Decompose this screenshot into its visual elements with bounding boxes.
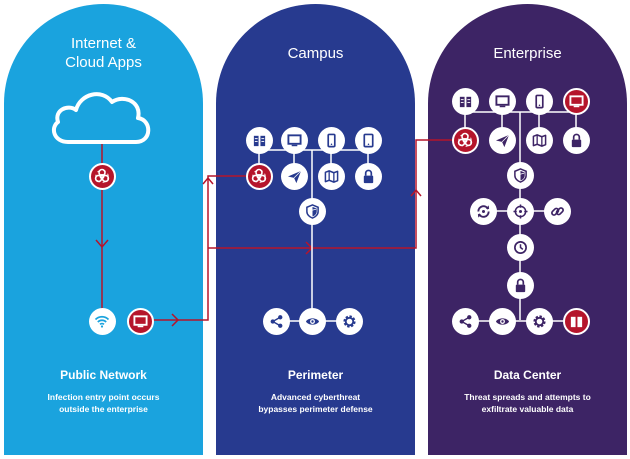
phone-icon [525, 87, 553, 115]
cloud-icon [51, 92, 151, 144]
internet-column-subtitle: Public Network [60, 368, 147, 382]
lock-icon [562, 126, 590, 154]
lock-icon [354, 162, 382, 190]
paper-plane-icon [488, 126, 516, 154]
enterprise-column-subtitle: Data Center [493, 368, 562, 382]
monitor-icon [280, 126, 308, 154]
wifi-icon [88, 307, 116, 335]
server-icon [562, 307, 590, 335]
internet-column: Internet & Cloud Apps Public Network Inf… [4, 4, 203, 455]
shield-icon [298, 197, 326, 225]
internet-column-description: Infection entry point occurs outside the… [47, 392, 160, 414]
campus-column-title: Campus [287, 45, 344, 62]
link-icon [543, 197, 571, 225]
campus-column-subtitle: Perimeter [287, 368, 344, 382]
enterprise-column-title: Enterprise [493, 45, 562, 62]
monitor-icon [562, 87, 590, 115]
biohazard-icon [88, 162, 116, 190]
gear-icon [525, 307, 553, 335]
server-icon [245, 126, 273, 154]
gear-icon [335, 307, 363, 335]
monitor-icon [488, 87, 516, 115]
tablet-icon [354, 126, 382, 154]
refresh-icon [469, 197, 497, 225]
biohazard-icon [245, 162, 273, 190]
target-icon [506, 197, 534, 225]
enterprise-column-description: Threat spreads and attempts to exfiltrat… [464, 392, 591, 414]
map-icon [317, 162, 345, 190]
server-icon [451, 87, 479, 115]
lock-icon [506, 271, 534, 299]
share-icon [451, 307, 479, 335]
share-icon [262, 307, 290, 335]
eye-icon [298, 307, 326, 335]
campus-column: Campus Perimeter Advanced cyberthreat by… [216, 4, 415, 455]
campus-column-description: Advanced cyberthreat bypasses perimeter … [258, 392, 373, 414]
shield-icon [506, 161, 534, 189]
eye-icon [488, 307, 516, 335]
monitor-icon [126, 307, 154, 335]
enterprise-column: Enterprise Data Center Threat spreads an… [428, 4, 627, 455]
map-icon [525, 126, 553, 154]
biohazard-icon [451, 126, 479, 154]
clock-icon [506, 233, 534, 261]
internet-column-title: Internet & Cloud Apps [65, 35, 142, 71]
phone-icon [317, 126, 345, 154]
paper-plane-icon [280, 162, 308, 190]
